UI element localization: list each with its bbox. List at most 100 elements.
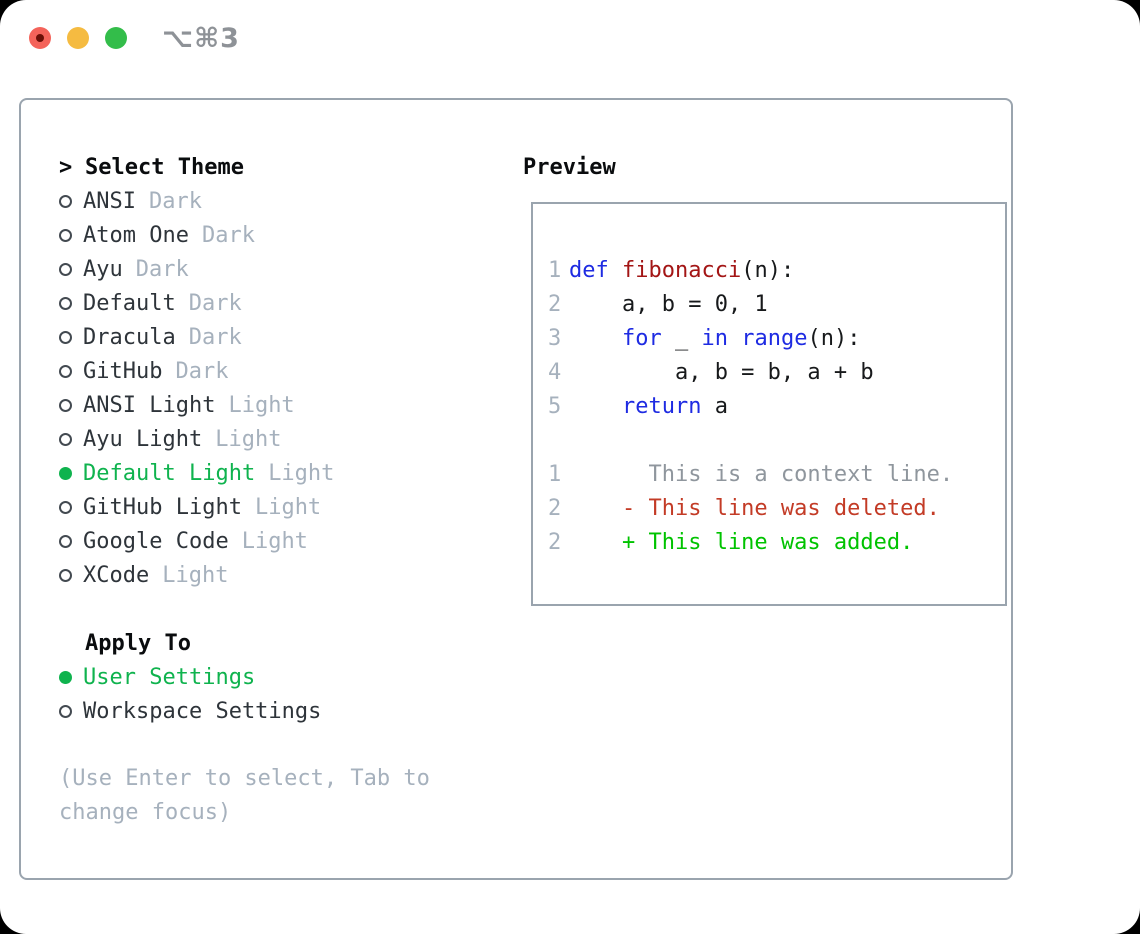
preview-header: Preview: [523, 154, 616, 180]
code-token: [609, 258, 622, 283]
code-token: [569, 326, 622, 351]
theme-name: Google Code: [83, 528, 229, 554]
apply-option-workspace-settings[interactable]: Workspace Settings: [59, 694, 523, 728]
theme-variant-badge: Dark: [135, 256, 189, 282]
line-number: 4: [548, 359, 562, 385]
theme-name: ANSI: [83, 188, 136, 214]
line-number: 2: [548, 291, 562, 317]
code-token: in: [701, 325, 728, 351]
code-token: [728, 326, 741, 351]
theme-name: Default Light: [83, 460, 256, 486]
theme-variant-badge: Dark: [201, 222, 255, 248]
code-token: for: [621, 325, 662, 351]
code-line: 4 a, b = b, a + b: [548, 355, 995, 389]
apply-option-label: User Settings: [83, 664, 256, 690]
code-token: return: [621, 393, 702, 419]
theme-name: XCode: [83, 562, 150, 588]
line-number: 3: [548, 325, 562, 351]
theme-variant-badge: Light: [254, 494, 322, 520]
radio-icon: [59, 262, 72, 276]
radio-icon: [59, 296, 72, 310]
theme-item-ayu[interactable]: Ayu Dark: [59, 252, 523, 286]
line-number: 5: [548, 393, 562, 419]
code-token: (n):: [807, 325, 861, 351]
spacer: [59, 592, 523, 626]
theme-name: GitHub: [83, 358, 163, 384]
diff-line-added: 2 + This line was added.: [548, 525, 995, 559]
code-token: (n):: [741, 257, 795, 283]
code-token: a, b = b, a + b: [569, 359, 874, 385]
theme-variant-badge: Dark: [175, 358, 229, 384]
radio-icon: [59, 704, 72, 718]
theme-name: ANSI Light: [83, 392, 216, 418]
code-token: fibonacci: [622, 257, 742, 283]
radio-icon: [59, 500, 72, 514]
code-token: a: [701, 393, 728, 419]
close-button[interactable]: [29, 27, 51, 49]
code-line: 2 a, b = 0, 1: [548, 287, 995, 321]
theme-item-atom-one[interactable]: Atom One Dark: [59, 218, 523, 252]
theme-name: Dracula: [83, 324, 176, 350]
blank-line: [548, 423, 995, 457]
theme-item-github[interactable]: GitHub Dark: [59, 354, 523, 388]
zoom-button[interactable]: [105, 27, 127, 49]
code-token: [569, 394, 622, 419]
radio-icon: [59, 194, 72, 208]
theme-name: Ayu: [83, 256, 123, 282]
line-number: 1: [548, 257, 562, 283]
theme-item-xcode[interactable]: XCode Light: [59, 558, 523, 592]
theme-variant-badge: Dark: [188, 290, 242, 316]
radio-icon: [59, 534, 72, 548]
radio-icon: [59, 398, 72, 412]
apply-to-header-row: Apply To: [59, 626, 523, 660]
apply-to-header: Apply To: [85, 630, 191, 656]
traffic-lights: [29, 27, 127, 49]
apply-option-user-settings[interactable]: User Settings: [59, 660, 523, 694]
select-theme-header-row: > Select Theme: [59, 150, 523, 184]
code-text: def fibonacci(n):: [569, 258, 794, 283]
code-text: a, b = 0, 1: [569, 292, 768, 317]
theme-variant-badge: Dark: [148, 188, 202, 214]
title-bar: ⌥⌘3: [0, 0, 1140, 76]
theme-item-github-light[interactable]: GitHub Light Light: [59, 490, 523, 524]
minimize-button[interactable]: [67, 27, 89, 49]
select-theme-header: Select Theme: [85, 154, 244, 180]
apply-option-label: Workspace Settings: [83, 698, 322, 724]
radio-icon: [59, 568, 72, 582]
theme-name: GitHub Light: [83, 494, 242, 520]
line-number: 2: [548, 529, 562, 555]
diff-line-context: 1 This is a context line.: [548, 457, 995, 491]
code-token: range: [741, 325, 808, 351]
radio-icon: [59, 364, 72, 378]
theme-variant-badge: Dark: [188, 324, 242, 350]
code-line: 1 def fibonacci(n):: [548, 253, 995, 287]
theme-name: Ayu Light: [83, 426, 203, 452]
code-token: _: [661, 325, 702, 351]
code-token: def: [569, 257, 609, 283]
code-text: for _ in range(n):: [569, 326, 860, 351]
diff-text: + This line was added.: [569, 529, 914, 555]
theme-variant-badge: Light: [162, 562, 229, 588]
theme-item-dracula[interactable]: Dracula Dark: [59, 320, 523, 354]
theme-name: Atom One: [83, 222, 189, 248]
theme-item-google-code[interactable]: Google Code Light: [59, 524, 523, 558]
line-number: 2: [548, 495, 562, 521]
code-text: return a: [569, 394, 728, 419]
theme-item-default-light[interactable]: Default Light Light: [59, 456, 523, 490]
theme-variant-badge: Light: [241, 528, 308, 554]
theme-item-ansi-light[interactable]: ANSI Light Light: [59, 388, 523, 422]
theme-item-ansi[interactable]: ANSI Dark: [59, 184, 523, 218]
code-line: 3 for _ in range(n):: [548, 321, 995, 355]
radio-icon: [59, 228, 72, 242]
theme-variant-badge: Light: [268, 460, 335, 486]
cursor-prefix-icon: >: [59, 154, 73, 180]
theme-variant-badge: Light: [228, 392, 295, 418]
